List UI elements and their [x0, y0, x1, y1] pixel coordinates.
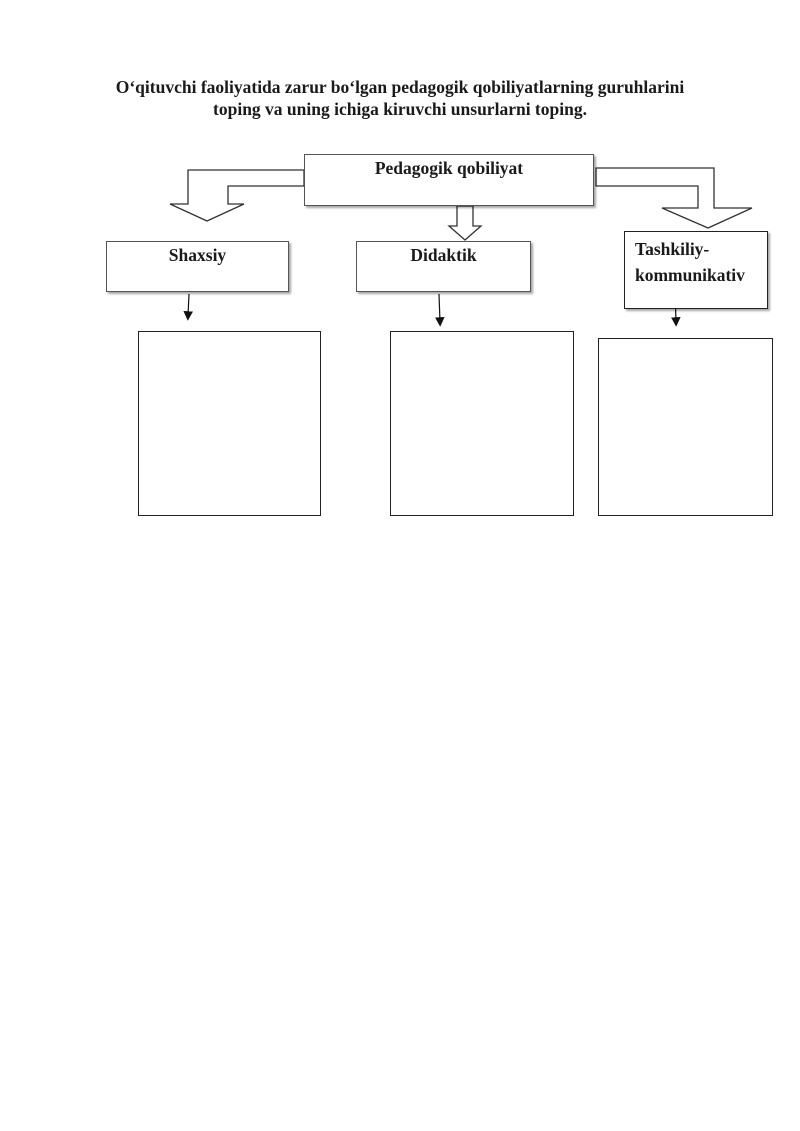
worksheet-title: O‘qituvchi faoliyatida zarur bo‘lgan ped… [60, 76, 740, 120]
answer-box-tashkiliy-kommunikativ[interactable] [598, 338, 773, 516]
answer-box-didaktik[interactable] [390, 331, 574, 516]
category-box-tashkiliy-kommunikativ: Tashkiliy- kommunikativ [624, 231, 768, 309]
root-node-box: Pedagogik qobiliyat [304, 154, 594, 206]
root-node-label: Pedagogik qobiliyat [374, 158, 524, 178]
category-label-shaxsiy: Shaxsiy [168, 245, 227, 265]
thin-arrow-shaxsiy [183, 293, 194, 321]
category-label-tashkiliy-line2: kommunikativ [635, 265, 745, 285]
category-label-didaktik: Didaktik [410, 245, 477, 265]
hollow-arrow-left [169, 169, 305, 222]
title-line-2: toping va uning ichiga kiruvchi unsurlar… [213, 99, 587, 119]
category-label-tashkiliy-line1: Tashkiliy- [635, 239, 710, 259]
category-box-shaxsiy: Shaxsiy [106, 241, 289, 292]
hollow-arrow-right [595, 167, 753, 229]
answer-box-shaxsiy[interactable] [138, 331, 321, 516]
thin-arrow-didaktik [435, 293, 445, 327]
category-box-didaktik: Didaktik [356, 241, 531, 292]
hollow-arrow-center [447, 205, 483, 241]
title-line-1: O‘qituvchi faoliyatida zarur bo‘lgan ped… [115, 77, 685, 97]
